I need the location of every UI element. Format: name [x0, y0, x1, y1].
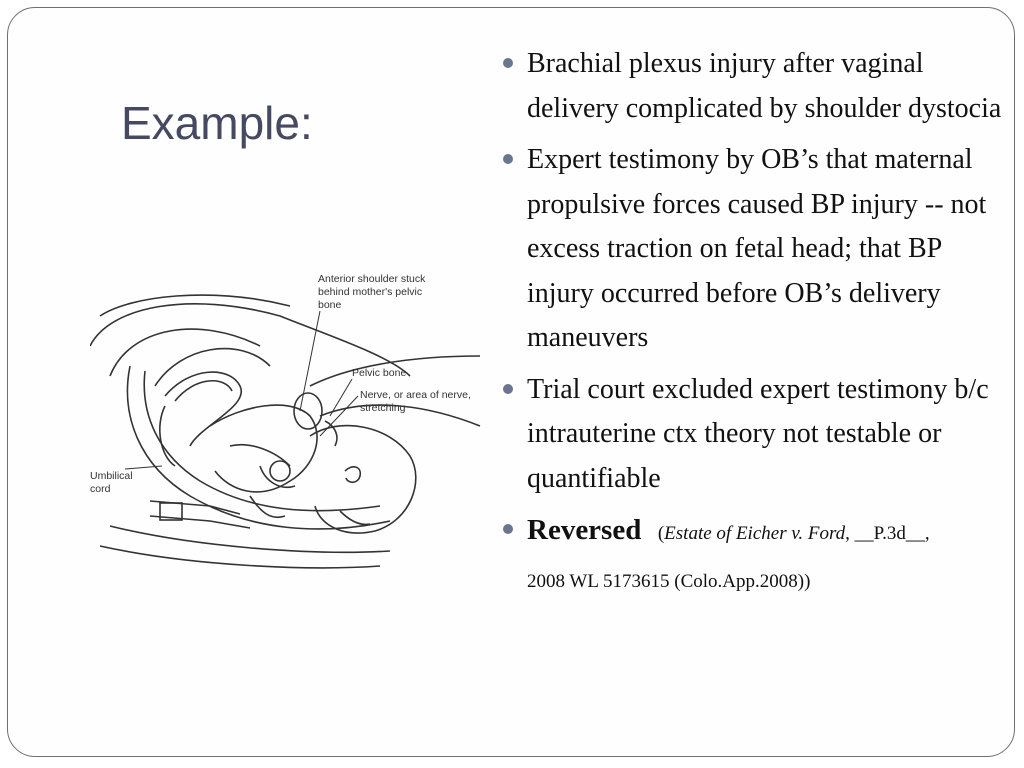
label-umbilical-1: Umbilical: [90, 470, 133, 482]
bullet-item: Brachial plexus injury after vaginal del…: [503, 42, 1003, 131]
case-citation-line2: 2008 WL 5173615 (Colo.App.2008)): [527, 570, 811, 592]
case-citation: (Estate of Eicher v. Ford, __P.3d__,2008…: [527, 523, 930, 592]
bullet-item: Expert testimony by OB’s that maternal p…: [503, 138, 1003, 361]
case-name: Estate of Eicher v. Ford: [664, 523, 846, 544]
bullet-item: Trial court excluded expert testimony b/…: [503, 368, 1003, 502]
bullet-icon: [503, 524, 513, 534]
bullet-text: Expert testimony by OB’s that maternal p…: [527, 144, 987, 353]
bullet-list: Brachial plexus injury after vaginal del…: [503, 42, 1003, 611]
label-nerve-1: Nerve, or area of nerve,: [360, 389, 471, 401]
bullet-text: Trial court excluded expert testimony b/…: [527, 373, 989, 494]
bullet-text: Brachial plexus injury after vaginal del…: [527, 48, 1002, 124]
label-nerve-2: stretching: [360, 402, 406, 414]
label-umbilical-2: cord: [90, 483, 111, 495]
bullet-icon: [503, 154, 513, 164]
label-anterior-3: bone: [318, 299, 342, 311]
reversed-label: Reversed: [527, 514, 642, 546]
shoulder-dystocia-illustration: Anterior shoulder stuck behind mother's …: [89, 266, 490, 581]
bullet-icon: [503, 58, 513, 68]
slide: Example: Brachial plexus injury after va…: [7, 7, 1015, 757]
label-anterior-2: behind mother's pelvic: [318, 286, 422, 298]
bullet-item-reversed: Reversed (Estate of Eicher v. Ford, __P.…: [503, 508, 1003, 604]
label-anterior-1: Anterior shoulder stuck: [318, 273, 426, 285]
slide-title: Example:: [121, 97, 313, 149]
bullet-icon: [503, 383, 513, 394]
label-pelvic-bone: Pelvic bone: [352, 367, 406, 379]
